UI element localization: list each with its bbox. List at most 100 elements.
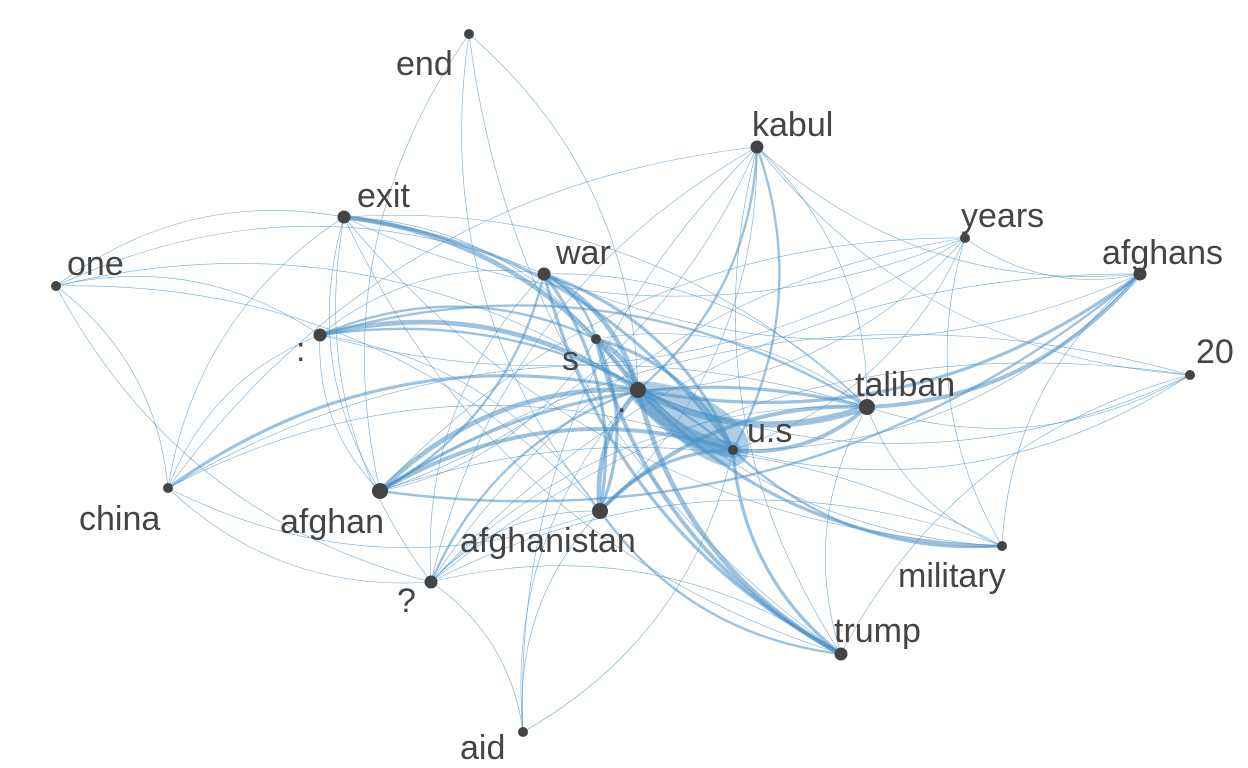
- edge-taliban-afghanistan: [598, 404, 869, 513]
- node-label-one: one: [67, 245, 124, 283]
- node-colon: [313, 328, 327, 342]
- node-taliban: [859, 399, 875, 415]
- node-kabul: [750, 140, 764, 154]
- edge-20-question: [430, 362, 1191, 583]
- edge-kabul-aid: [522, 146, 758, 733]
- edge-war-trump: [542, 272, 843, 656]
- edge-years-military: [946, 237, 1003, 547]
- node-label-s: s: [562, 340, 579, 378]
- edge-taliban-s: [595, 333, 868, 408]
- edge-war-colon: [319, 270, 545, 336]
- edge-afghan-afghans: [378, 272, 1142, 503]
- edge-exit-military: [343, 216, 1003, 547]
- edge-afghanistan-s: [594, 337, 619, 513]
- edge-us-china: [167, 405, 734, 489]
- edge-taliban-colon: [318, 304, 869, 409]
- edge-china-one: [55, 285, 169, 489]
- node-one: [51, 281, 61, 291]
- edge-taliban-afghans: [865, 272, 1142, 409]
- edge-end-trump: [468, 33, 842, 655]
- node-label-question: ?: [397, 582, 416, 620]
- edge-layer: [55, 33, 1191, 733]
- node-label-afghans: afghans: [1102, 234, 1223, 272]
- edge-afghans-military: [1001, 273, 1141, 547]
- node-trump: [834, 647, 848, 661]
- edge-kabul-china: [167, 146, 758, 489]
- edge-us-taliban: [731, 405, 869, 454]
- node-label-exit: exit: [357, 177, 410, 215]
- edge-20-afghan: [379, 334, 1191, 492]
- edge-s-war: [542, 272, 598, 341]
- edge-us-20: [732, 374, 1191, 471]
- node-exit: [337, 210, 351, 224]
- edge-years-afghans: [964, 237, 1141, 280]
- node-end: [464, 29, 474, 39]
- node-label-trump: trump: [834, 612, 921, 650]
- edge-military-question: [430, 499, 1003, 583]
- node-us: [728, 445, 738, 455]
- node-war: [537, 267, 551, 281]
- node-label-china: china: [79, 500, 160, 538]
- edge-china-afghanistan: [167, 487, 601, 548]
- node-20: [1185, 370, 1195, 380]
- edge-taliban-military: [866, 406, 1003, 547]
- edge-us-war: [542, 272, 735, 452]
- edge-us-military: [731, 448, 1004, 549]
- edge-afghanistan-kabul: [599, 146, 758, 512]
- edge-dot-kabul: [636, 145, 759, 392]
- edge-s-exit: [343, 216, 597, 340]
- node-aid: [518, 727, 528, 737]
- edge-taliban-trump: [825, 406, 868, 655]
- node-s: [591, 334, 601, 344]
- edge-us-kabul: [731, 145, 781, 452]
- edge-us-afghan: [378, 427, 735, 493]
- edge-afghanistan-trump: [598, 509, 843, 656]
- edge-kabul-trump: [735, 146, 842, 655]
- edge-taliban-china: [167, 365, 868, 489]
- edge-afghans-question: [430, 273, 1141, 583]
- node-label-aid: aid: [460, 729, 505, 767]
- edge-us-trump: [731, 448, 843, 656]
- edge-end-afghan: [364, 33, 470, 492]
- edge-dot-us-bundle: [628, 381, 750, 467]
- node-label-end: end: [396, 45, 453, 83]
- node-label-military: military: [898, 557, 1006, 595]
- edge-colon-afghan: [319, 334, 381, 492]
- edge-afghanistan-one: [55, 285, 601, 512]
- edge-aid-question: [430, 581, 524, 733]
- edge-one-question: [55, 285, 432, 583]
- edge-dot-one: [55, 263, 639, 391]
- edge-exit-question: [335, 216, 432, 583]
- node-label-afghan: afghan: [280, 503, 384, 541]
- edge-kabul-afghans: [756, 146, 1141, 277]
- edge-taliban-question: [430, 406, 868, 583]
- edge-afghan-war: [378, 272, 546, 493]
- node-afghans: [1133, 267, 1147, 281]
- edge-war-question: [429, 273, 545, 583]
- node-years: [960, 233, 970, 243]
- node-dot: [630, 382, 646, 398]
- edge-exit-trump: [343, 216, 842, 655]
- edge-colon-years: [319, 237, 966, 367]
- edge-taliban-kabul: [756, 146, 868, 408]
- edge-exit-china: [167, 216, 345, 489]
- edge-war-afghans: [543, 273, 1141, 340]
- edge-years-afghan: [379, 237, 966, 492]
- edge-colon-china: [167, 334, 321, 489]
- edge-20-trump: [840, 374, 1191, 655]
- node-label-colon: :: [296, 331, 305, 369]
- edge-war-one: [55, 225, 545, 287]
- node-afghanistan: [592, 503, 608, 519]
- node-label-years: years: [961, 197, 1044, 235]
- node-label-dot: .: [617, 382, 626, 420]
- edge-dot-afghans: [636, 272, 1142, 405]
- edge-kabul-20: [756, 146, 1191, 376]
- node-afghan: [372, 483, 388, 499]
- edge-aid-us: [522, 449, 734, 733]
- node-china: [163, 483, 173, 493]
- edge-military-afghan: [379, 447, 1003, 547]
- edge-afghanistan-question: [430, 510, 601, 583]
- edge-exit-afghan: [328, 216, 381, 492]
- edge-colon-one: [55, 275, 321, 336]
